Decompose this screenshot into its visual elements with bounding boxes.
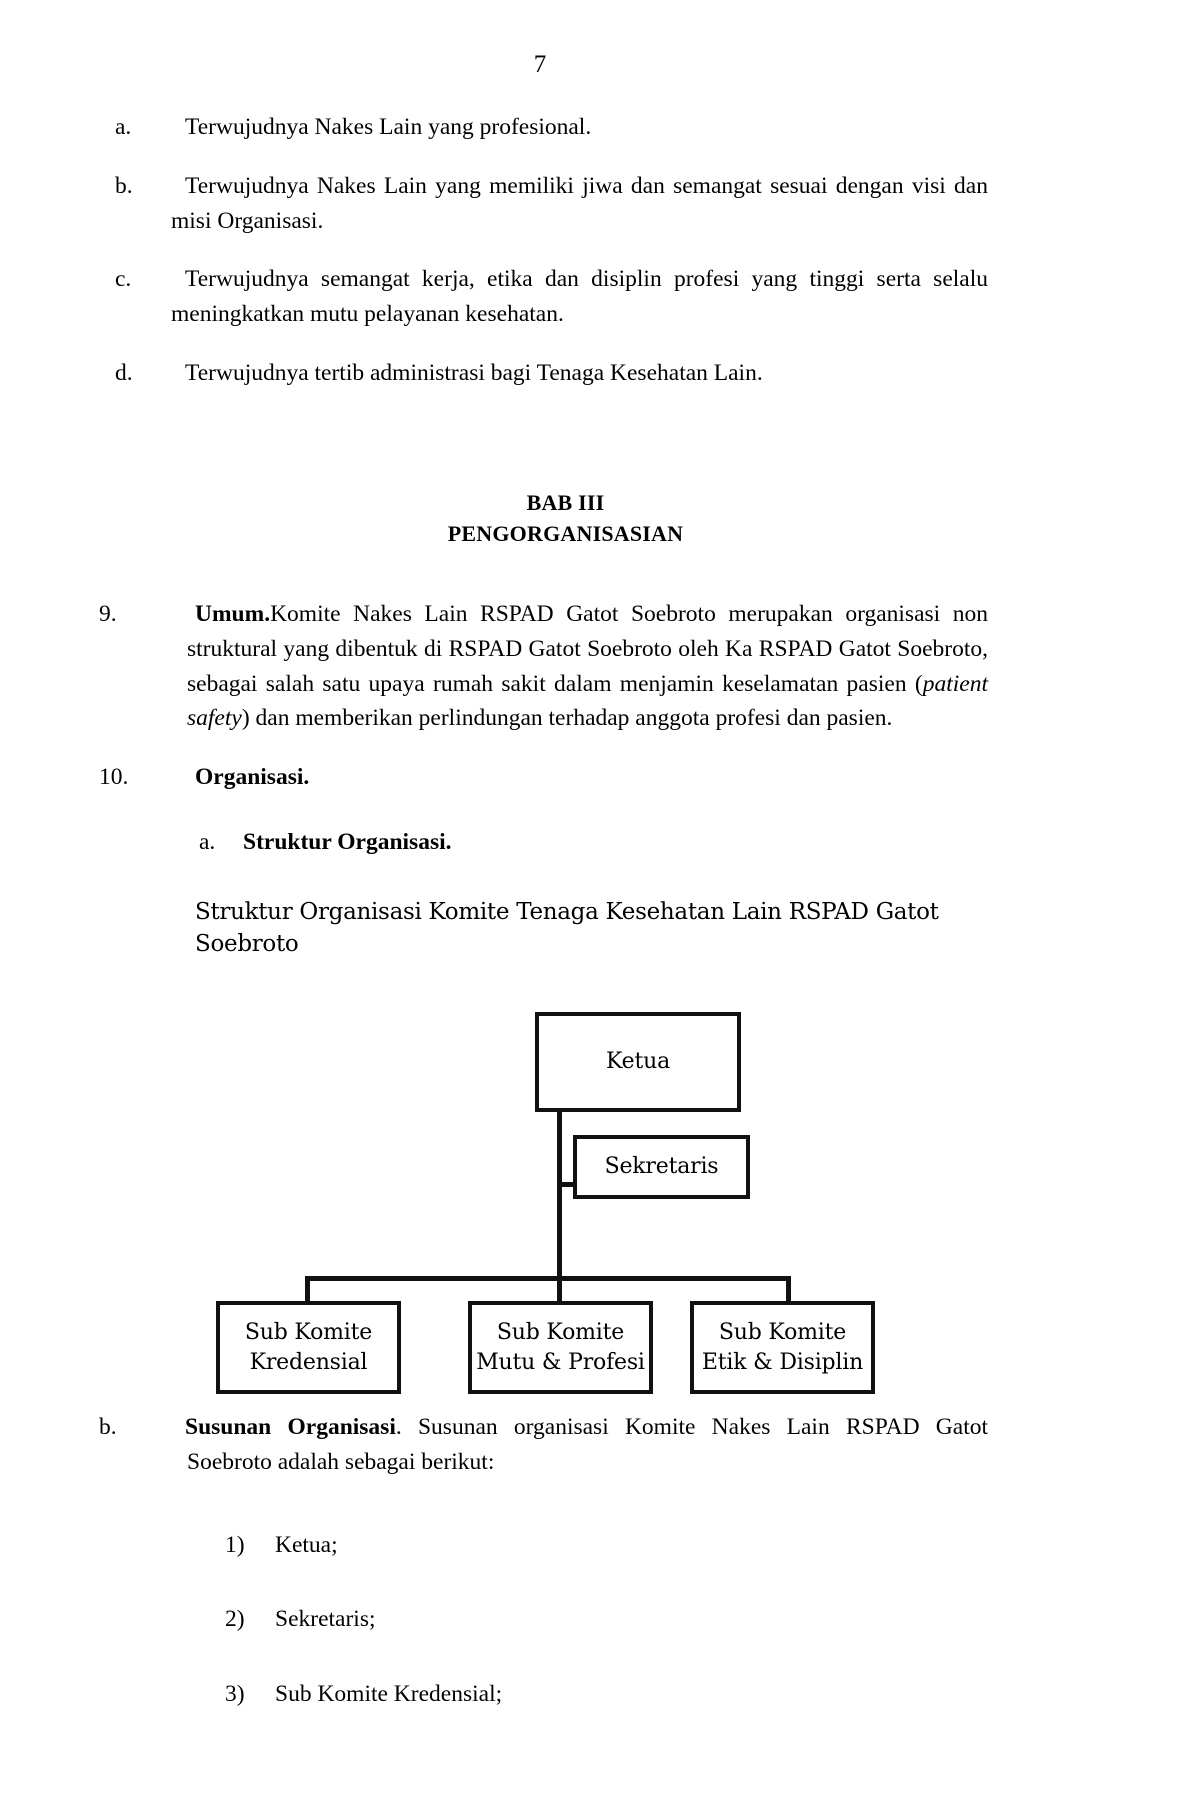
section-9-number: 9.: [99, 601, 117, 628]
org-node-ketua: Ketua: [535, 1012, 741, 1113]
list-text-b: Terwujudnya Nakes Lain yang memiliki jiw…: [171, 172, 988, 234]
list-marker-c: c.: [115, 266, 132, 293]
chapter-heading-line2: PENGORGANISASIAN: [447, 520, 684, 546]
subsection-b: b. Susunan Organisasi. Susunan organisasi…: [99, 1410, 988, 1480]
susunan-marker-3: 3): [225, 1681, 245, 1708]
susunan-marker-1: 1): [225, 1531, 245, 1558]
section-10-number: 10.: [99, 764, 129, 791]
connector-sekretaris-horizontal: [557, 1182, 579, 1188]
org-node-sub-etik: Sub Komite Etik & Disiplin: [690, 1301, 875, 1395]
list-marker-a: a.: [115, 114, 132, 140]
org-node-ketua-label: Ketua: [606, 1049, 670, 1075]
org-chart: Ketua Sekretaris Sub Komite Kredensial: [143, 988, 988, 1395]
subsection-a: a. Struktur Organisasi.: [143, 825, 988, 860]
susunan-text-1: Ketua;: [275, 1531, 338, 1558]
org-node-sekretaris-label: Sekretaris: [604, 1154, 719, 1180]
chart-caption: Struktur Organisasi Komite Tenaga Keseha…: [195, 898, 939, 957]
section-9-title: Umum.: [195, 601, 271, 628]
susunan-list: 1) Ketua; 2) Sekretaris; 3) Sub Komite Kred…: [143, 1514, 988, 1712]
susunan-text-2: Sekretaris;: [275, 1606, 376, 1633]
org-node-sub-etik-line2: Etik & Disiplin: [701, 1349, 864, 1375]
document-content: a. Terwujudnya Nakes Lain yang profesiona…: [99, 110, 988, 1752]
org-node-sub-mutu-line2: Mutu & Profesi: [476, 1349, 645, 1375]
org-node-sub-kredensial: Sub Komite Kredensial: [216, 1301, 401, 1395]
susunan-list-item-3: 3) Sub Komite Kredensial;: [143, 1677, 988, 1712]
org-node-sub-kredensial-line2: Kredensial: [249, 1349, 368, 1375]
section-9-italic-term: patient safety: [187, 670, 988, 732]
list-text-c: Terwujudnya semangat kerja, etika dan di…: [171, 266, 988, 328]
list-item-c: c. Terwujudnya semangat kerja, etika dan …: [115, 262, 988, 332]
list-item-a: a. Terwujudnya Nakes Lain yang profesiona…: [115, 110, 988, 145]
chapter-heading: BAB III PENGORGANISASIAN: [143, 415, 988, 549]
section-9-text-part1: Komite Nakes Lain RSPAD Gatot Soebroto m…: [187, 601, 988, 697]
org-node-sub-mutu: Sub Komite Mutu & Profesi: [468, 1301, 653, 1395]
susunan-list-item-2: 2) Sekretaris;: [143, 1602, 988, 1637]
page-number: 7: [533, 51, 547, 78]
section-9: 9. Umum.Komite Nakes Lain RSPAD Gatot Soe…: [99, 597, 988, 736]
subsection-a-title: Struktur Organisasi.: [243, 828, 452, 855]
subsection-b-text: . Susunan organisasi Komite Nakes Lain R…: [187, 1414, 988, 1475]
susunan-text-3: Sub Komite Kredensial;: [275, 1681, 503, 1708]
connector-drop-mutu: [557, 1276, 562, 1305]
subsection-b-block: b. Susunan Organisasi. Susunan organisasi…: [99, 1368, 988, 1712]
section-10-title: Organisasi.: [195, 764, 310, 791]
list-text-a: Terwujudnya Nakes Lain yang profesional.: [185, 114, 592, 140]
subsection-a-marker: a.: [199, 828, 216, 855]
susunan-marker-2: 2): [225, 1606, 245, 1633]
spacer: [143, 549, 988, 597]
org-node-sub-etik-line1: Sub Komite: [718, 1319, 847, 1345]
connector-trunk-vertical: [557, 1112, 562, 1281]
susunan-list-item-1: 1) Ketua;: [143, 1528, 988, 1563]
section-10: 10. Organisasi.: [99, 760, 988, 795]
subsection-b-title: Susunan Organisasi: [185, 1414, 396, 1441]
list-marker-b: b.: [115, 172, 133, 199]
section-9-text-part2: ) dan memberikan perlindungan terhadap a…: [241, 705, 893, 732]
org-node-sub-kredensial-line1: Sub Komite: [244, 1319, 373, 1345]
chapter-heading-line1: BAB III: [526, 489, 605, 515]
list-item-d: d. Terwujudnya tertib administrasi bagi T…: [115, 356, 988, 391]
org-node-sub-mutu-line1: Sub Komite: [496, 1319, 625, 1345]
list-text-d: Terwujudnya tertib administrasi bagi Ten…: [185, 359, 763, 386]
list-marker-d: d.: [115, 359, 133, 386]
connector-drop-etik: [786, 1276, 791, 1305]
subsection-b-marker: b.: [99, 1414, 117, 1441]
list-item-b: b. Terwujudnya Nakes Lain yang memiliki j…: [115, 169, 988, 239]
org-node-sekretaris: Sekretaris: [573, 1135, 750, 1200]
connector-branch-horizontal: [305, 1276, 791, 1282]
connector-drop-kredensial: [305, 1276, 310, 1305]
